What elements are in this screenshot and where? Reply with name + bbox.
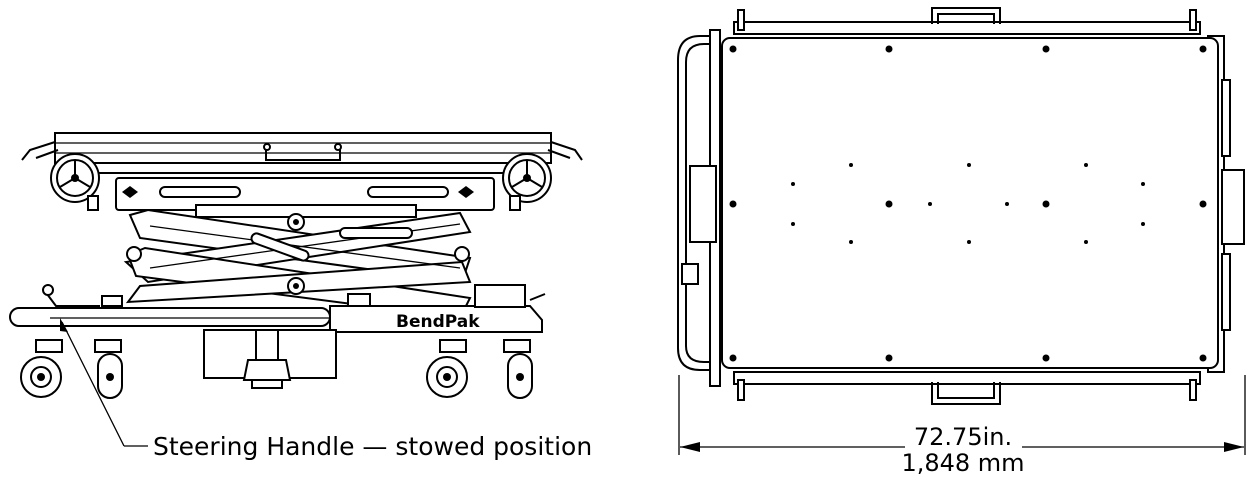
brand-label: BendPak: [396, 312, 480, 332]
left-handwheel: [50, 153, 100, 211]
width-dimension: 72.75in. 1,848 mm: [678, 375, 1246, 477]
platform-plate: [721, 37, 1219, 369]
side-view: BendPak: [9, 132, 592, 461]
base-frame: BendPak: [9, 284, 546, 333]
top-deck: [21, 132, 583, 174]
steering-handle-callout: Steering Handle — stowed position: [60, 318, 592, 461]
caster-3: [426, 339, 468, 398]
top-view: 72.75in. 1,848 mm: [677, 7, 1246, 477]
dimension-metric: 1,848 mm: [901, 449, 1024, 477]
right-handwheel: [502, 153, 552, 211]
callout-label: Steering Handle — stowed position: [153, 432, 592, 461]
upper-frame: [115, 177, 495, 218]
caster-2: [94, 339, 123, 399]
caster-4: [503, 339, 533, 399]
pump-unit: [203, 329, 337, 389]
dimension-imperial: 72.75in.: [914, 423, 1012, 451]
mounting-holes: [729, 45, 1207, 362]
caster-1: [20, 339, 63, 398]
scissor-arms: [123, 208, 472, 320]
